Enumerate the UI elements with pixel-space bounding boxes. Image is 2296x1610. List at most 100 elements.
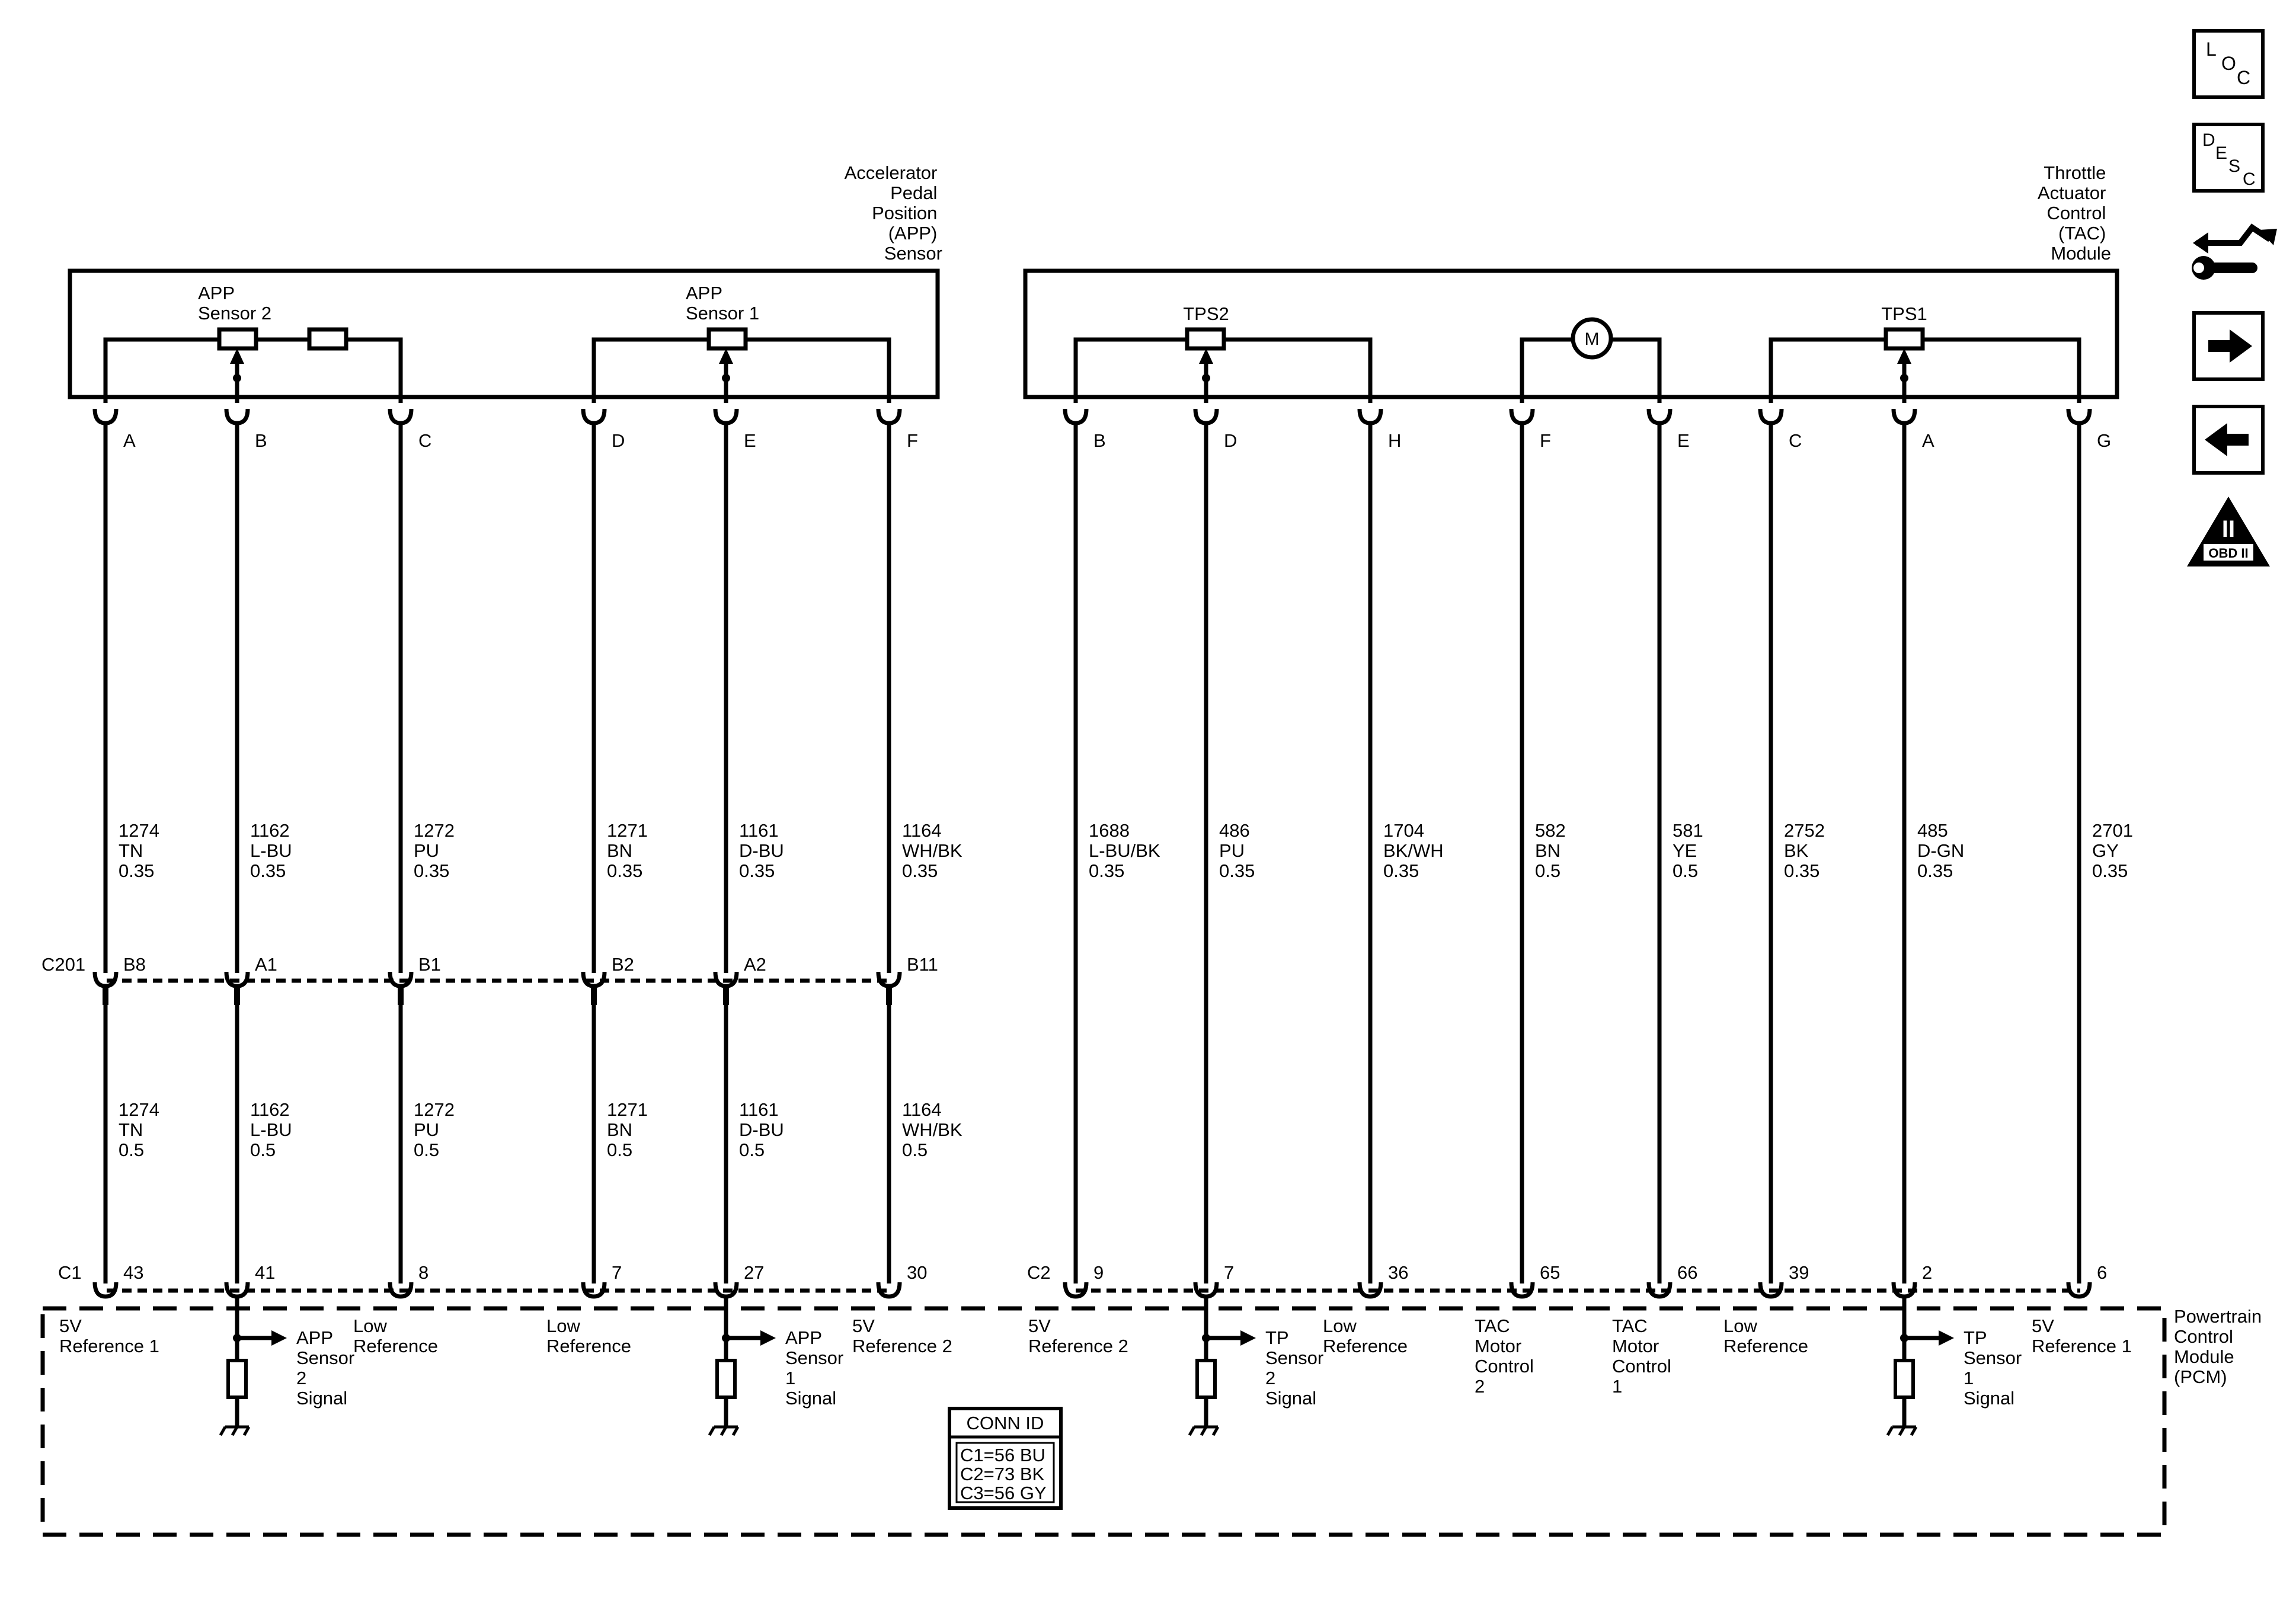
pcm-terminal — [1646, 1282, 1673, 1299]
pcm-terminal — [1063, 1282, 1089, 1299]
desc-button[interactable]: D E S C — [2192, 123, 2265, 193]
tps2-wiper-arrow — [1199, 348, 1213, 364]
desc-letter: S — [2228, 156, 2240, 176]
loc-button[interactable]: L O C — [2192, 29, 2265, 99]
component-pin-label: E — [1677, 430, 1690, 451]
tps2-left-trace — [1073, 337, 1187, 403]
pcm-pin-label: 30 — [907, 1262, 927, 1283]
app1-left-trace — [591, 337, 709, 403]
pcm-pin-label: 66 — [1677, 1262, 1697, 1283]
component-pin-label: B — [255, 430, 267, 451]
conn-id-title: CONN ID — [967, 1413, 1044, 1433]
signal-arrow-head — [271, 1330, 287, 1346]
obd-text: OBD II — [2208, 546, 2248, 561]
c201-pin-label: A2 — [744, 954, 766, 975]
conn-id-row: C3=56 GY — [960, 1483, 1047, 1503]
ground-icon — [219, 1425, 251, 1436]
app1-right-trace — [746, 337, 891, 403]
pcm-pin-label: 43 — [123, 1262, 143, 1283]
previous-page-button[interactable] — [2192, 405, 2265, 475]
conn-id-inner-frame — [955, 1442, 1055, 1503]
conn-id-row: C1=56 BU — [960, 1445, 1045, 1465]
component-pin-label: F — [1540, 430, 1551, 451]
pcm-pin-label: 7 — [1224, 1262, 1234, 1283]
loc-letter: C — [2237, 67, 2250, 88]
next-page-button[interactable] — [2192, 311, 2265, 381]
pcm-pin-label: 39 — [1789, 1262, 1809, 1283]
pcm-pin-label: 9 — [1093, 1262, 1104, 1283]
c201-male-terminal — [723, 986, 729, 1005]
pcm-box — [40, 1306, 2167, 1537]
component-pin-label: A — [123, 430, 136, 451]
component-terminal — [388, 408, 414, 425]
obd-numeral: II — [2222, 516, 2235, 542]
pull-down-resistor — [715, 1359, 737, 1399]
tps2-right-trace — [1224, 337, 1373, 403]
pcm-terminal — [92, 1282, 119, 1299]
motor-label: M — [1585, 329, 1600, 349]
motor-right-trace — [1611, 337, 1662, 403]
desc-letter: C — [2243, 169, 2256, 189]
tps1-left-trace — [1769, 337, 1886, 403]
component-pin-label: G — [2097, 430, 2111, 451]
pcm-title: Powertrain Control Module (PCM) — [2174, 1306, 2267, 1387]
loc-letter: L — [2206, 39, 2217, 60]
c201-male-terminal — [591, 986, 597, 1005]
conn-id-frame — [948, 1407, 1063, 1510]
component-terminal — [1509, 408, 1535, 425]
component-pin-label: H — [1388, 430, 1401, 451]
desc-letter: D — [2202, 130, 2215, 150]
app2-right-trace — [346, 337, 403, 403]
pcm-terminal — [1509, 1282, 1535, 1299]
desc-icon[interactable] — [2192, 123, 2265, 193]
pcm-terminal — [2066, 1282, 2092, 1299]
c201-male-terminal — [886, 986, 892, 1005]
tps2-resistor — [1185, 327, 1226, 351]
c201-pin-label: A1 — [255, 954, 277, 975]
loc-letter: O — [2221, 53, 2236, 74]
app-sensor-box — [68, 268, 940, 399]
ground-icon — [1188, 1425, 1220, 1436]
pcm-terminal — [1357, 1282, 1383, 1299]
app1-resistor — [706, 327, 748, 351]
signal-arrow-head — [1939, 1330, 1954, 1346]
motor-left-trace — [1520, 337, 1573, 403]
tps1-label: TPS1 — [1881, 303, 1927, 324]
pcm-pin-label: 2 — [1922, 1262, 1932, 1283]
component-terminal — [876, 408, 902, 425]
connector-wrench-button[interactable] — [2192, 223, 2277, 280]
component-pin-label: B — [1093, 430, 1106, 451]
tac-module-box — [1023, 268, 2119, 399]
connector-wrench-icon[interactable] — [2192, 223, 2277, 280]
component-terminal — [1357, 408, 1383, 425]
component-terminal — [224, 408, 250, 425]
obd-ii-button[interactable]: II OBD II — [2187, 497, 2270, 566]
c201-male-terminal — [234, 986, 240, 1005]
tps1-resistor — [1884, 327, 1925, 351]
pcm-pin-label: 27 — [744, 1262, 764, 1283]
app-sensor1-label: APP Sensor 1 — [686, 283, 759, 324]
ground-icon — [708, 1425, 740, 1436]
component-terminal — [1891, 408, 1917, 425]
c201-label: C201 — [41, 954, 85, 975]
c201-male-terminal — [398, 986, 404, 1005]
component-terminal — [2066, 408, 2092, 425]
loc-icon[interactable] — [2192, 29, 2265, 99]
